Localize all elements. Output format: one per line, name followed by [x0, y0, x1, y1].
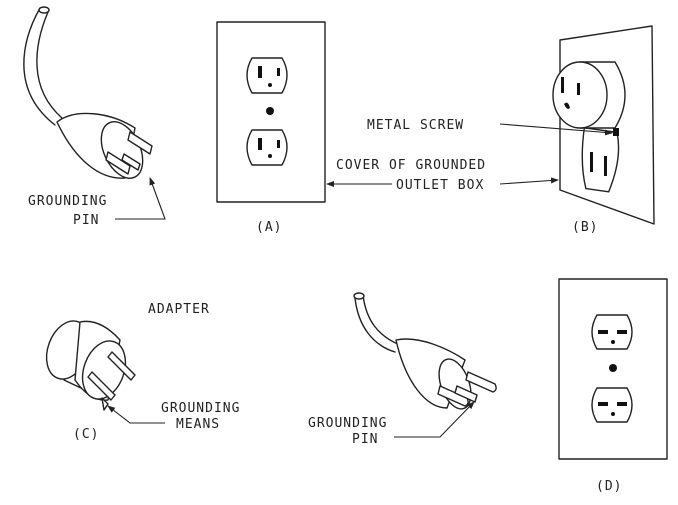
- grounding-means-leader: [107, 405, 165, 424]
- three-prong-plug-bottom: [353, 292, 497, 410]
- grounding-means-label-line2: MEANS: [176, 417, 220, 432]
- adapter-title: ADAPTER: [148, 302, 210, 317]
- cover-label-line2: OUTLET BOX: [396, 178, 484, 193]
- caption-b: (B): [572, 220, 598, 235]
- metal-screw-label: METAL SCREW: [367, 118, 464, 133]
- grounding-pin-leader-top: [115, 177, 166, 220]
- caption-a: (A): [256, 220, 282, 235]
- grounding-pin-label-bottom-line1: GROUNDING: [308, 416, 387, 431]
- grounding-means-label-line1: GROUNDING: [161, 401, 240, 416]
- grounding-pin-leader-bottom: [394, 401, 475, 438]
- caption-c: (C): [73, 427, 99, 442]
- adapter-c: [45, 320, 136, 411]
- cover-label-line1: COVER OF GROUNDED: [336, 158, 486, 173]
- cover-arrow-right: [499, 177, 559, 185]
- three-prong-plug-top: [23, 6, 153, 179]
- outlet-d: [558, 278, 668, 460]
- metal-screw-leader: [499, 123, 613, 136]
- grounding-pin-label-top-line2: PIN: [73, 213, 99, 228]
- grounding-pin-label-top-line1: GROUNDING: [28, 194, 107, 209]
- outlet-b: [552, 25, 655, 225]
- caption-d: (D): [596, 479, 622, 494]
- outlet-a: [216, 21, 326, 203]
- grounding-pin-label-bottom-line2: PIN: [352, 432, 378, 447]
